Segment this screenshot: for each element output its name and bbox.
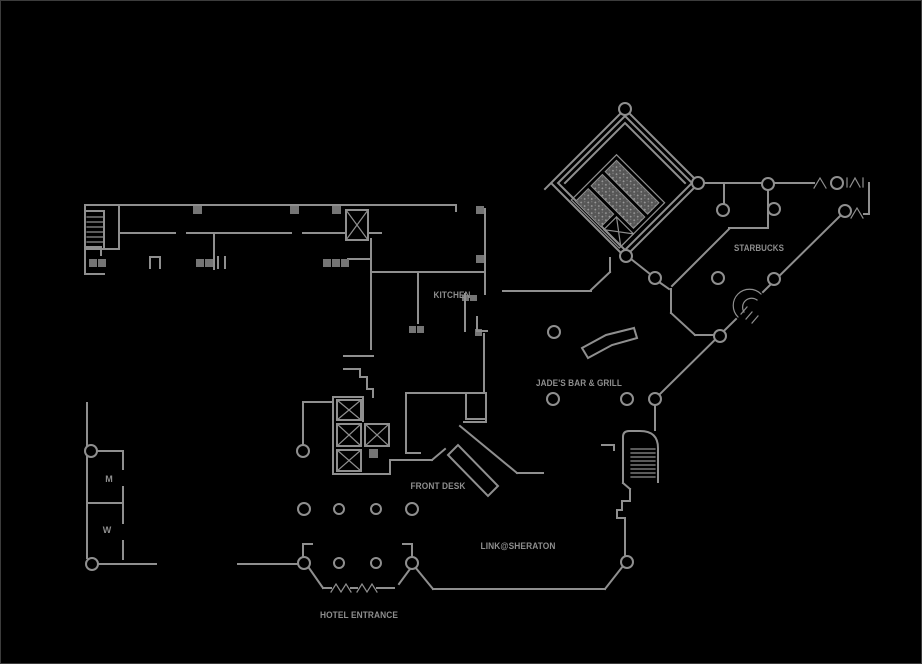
column: [618, 102, 632, 116]
stair-tower-walls: [601, 403, 659, 561]
door-jamb-marks: [89, 206, 484, 336]
column: [620, 555, 634, 569]
column: [830, 176, 844, 190]
stairwell-rungs: [86, 216, 104, 243]
elevator-cabs: [336, 399, 390, 472]
kitchen-walls: [343, 208, 612, 398]
front-office-walls: [405, 392, 544, 475]
column: [648, 271, 662, 285]
escalator-banks: [570, 153, 666, 249]
south-perimeter-walls: [96, 543, 625, 591]
corridor-walls: [84, 204, 457, 350]
column: [547, 325, 561, 339]
restroom-walls: [86, 402, 124, 560]
promenade-diagonal-wall: [657, 213, 843, 397]
column: [761, 177, 775, 191]
mens-restroom-label: M: [105, 474, 113, 484]
front-desk-label: FRONT DESK: [411, 481, 466, 491]
bar-counter: [580, 326, 639, 360]
walkway-walls: [629, 257, 671, 291]
column: [297, 556, 311, 570]
starbucks-label: STARBUCKS: [734, 243, 784, 253]
hotel-entrance-label: HOTEL ENTRANCE: [320, 610, 398, 620]
column: [370, 557, 382, 569]
column: [370, 503, 382, 515]
curved-feature: [732, 288, 762, 324]
column: [84, 444, 98, 458]
jades-bar-grill-label: JADE'S BAR & GRILL: [536, 378, 622, 388]
column: [620, 392, 634, 406]
starbucks-door-icon: [813, 176, 864, 219]
column: [767, 202, 781, 216]
kitchen-label: KITCHEN: [434, 290, 471, 300]
column: [333, 503, 345, 515]
womens-restroom-label: W: [103, 525, 112, 535]
column: [838, 204, 852, 218]
column: [296, 444, 310, 458]
column: [619, 249, 633, 263]
column: [691, 176, 705, 190]
structural-columns: [84, 102, 852, 571]
column: [405, 556, 419, 570]
entrance-door-icon: [330, 582, 378, 594]
column: [333, 557, 345, 569]
corridor-elevator: [345, 209, 369, 241]
column: [546, 392, 560, 406]
column: [713, 329, 727, 343]
front-desk-counter: [446, 443, 500, 498]
column: [711, 271, 725, 285]
column: [297, 502, 311, 516]
column: [648, 392, 662, 406]
room-labels: KITCHEN STARBUCKS JADE'S BAR & GRILL FRO…: [103, 243, 784, 620]
stair-tower-rungs: [630, 448, 656, 478]
column: [405, 502, 419, 516]
link-sheraton-label: LINK@SHERATON: [481, 541, 556, 551]
elevator-bank-walls: [302, 396, 433, 475]
column: [716, 203, 730, 217]
column: [767, 272, 781, 286]
column: [85, 557, 99, 571]
